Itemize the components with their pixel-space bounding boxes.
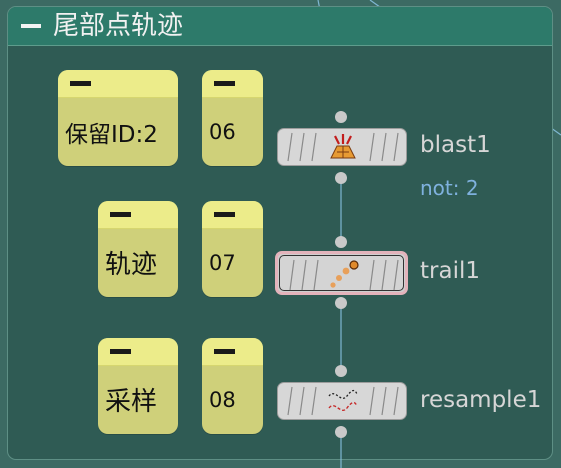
node-body: [279, 255, 404, 291]
input-port[interactable]: [335, 111, 347, 123]
network-box-header[interactable]: 尾部点轨迹: [8, 7, 552, 46]
sticky-collapse-icon[interactable]: [202, 70, 263, 98]
sticky-note-trail[interactable]: 轨迹: [98, 201, 178, 297]
sticky-note-text: 轨迹: [105, 250, 158, 280]
input-port[interactable]: [335, 365, 347, 377]
node-ribs: [287, 386, 399, 416]
resample-icon: [328, 389, 358, 411]
node-trail1[interactable]: [275, 251, 408, 295]
input-port[interactable]: [335, 236, 347, 248]
node-name-blast1: blast1: [420, 132, 491, 158]
sticky-collapse-icon[interactable]: [98, 201, 178, 229]
output-port[interactable]: [335, 297, 347, 309]
node-resample1[interactable]: [277, 382, 407, 420]
node-blast1[interactable]: [277, 128, 407, 166]
sticky-note-text: 06: [209, 119, 236, 144]
sticky-collapse-icon[interactable]: [98, 338, 178, 366]
output-port[interactable]: [335, 172, 347, 184]
sticky-note-text: 08: [209, 387, 236, 412]
sticky-note-keep-id[interactable]: 保留ID:2: [58, 70, 178, 166]
node-ribs: [289, 259, 399, 291]
trail-icon: [330, 260, 359, 288]
sticky-note-06[interactable]: 06: [202, 70, 263, 166]
sticky-collapse-icon[interactable]: [202, 338, 263, 366]
sticky-note-text: 保留ID:2: [65, 121, 158, 148]
sticky-note-resample[interactable]: 采样: [98, 338, 178, 434]
network-box-title: 尾部点轨迹: [53, 11, 184, 41]
node-ribs: [287, 132, 399, 162]
sticky-note-08[interactable]: 08: [202, 338, 263, 434]
sticky-note-text: 07: [209, 250, 236, 275]
sticky-note-07[interactable]: 07: [202, 201, 263, 297]
sticky-collapse-icon[interactable]: [58, 70, 178, 98]
sticky-collapse-icon[interactable]: [202, 201, 263, 229]
node-name-resample1: resample1: [420, 387, 542, 413]
collapse-icon[interactable]: [20, 18, 42, 34]
node-note-blast1: not: 2: [420, 176, 479, 200]
node-name-trail1: trail1: [420, 258, 480, 284]
blast-icon: [330, 134, 356, 159]
sticky-note-text: 采样: [105, 387, 158, 417]
output-port[interactable]: [335, 426, 347, 438]
